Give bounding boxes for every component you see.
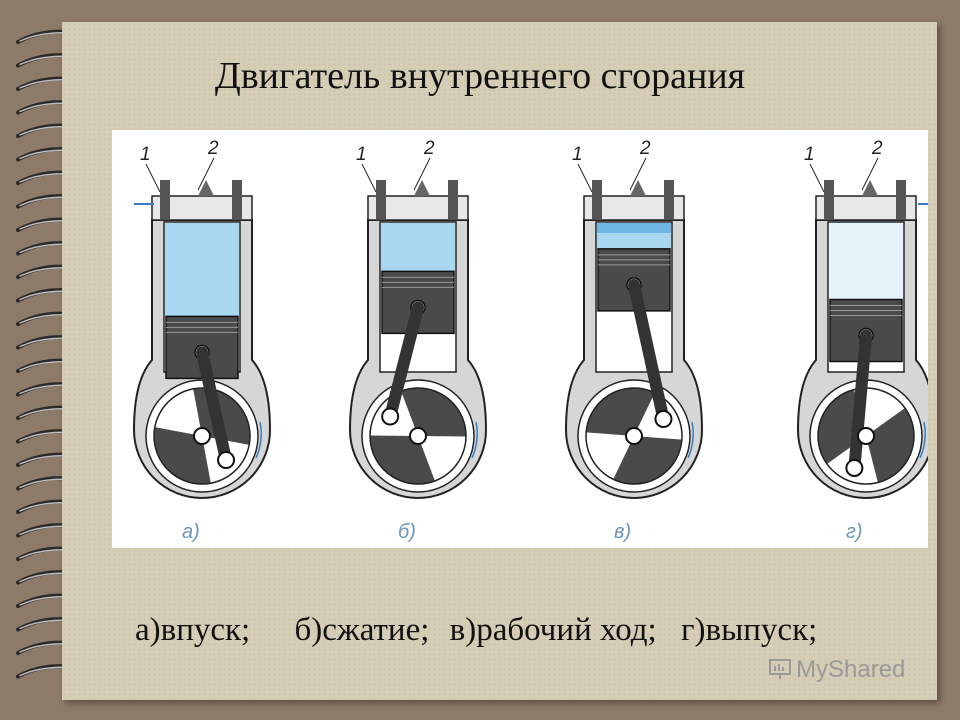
connecting-rod <box>628 278 670 425</box>
crank-pin <box>654 410 673 428</box>
valve-label-1: 1 <box>140 144 151 165</box>
spark-plug <box>862 180 878 196</box>
valve-label-2: 2 <box>423 138 435 159</box>
leader-line-1 <box>809 163 825 193</box>
rotation-arrow <box>919 421 926 459</box>
watermark: MyShared <box>768 656 905 684</box>
engine-intake: 1 2 а) <box>132 138 272 543</box>
valve-label-2: 2 <box>207 138 219 159</box>
engine-power: 1 2 в) <box>564 138 704 543</box>
caption-intake: а)впуск; <box>135 612 251 648</box>
rotation-arrow <box>471 421 478 459</box>
crankshaft <box>193 427 211 445</box>
cylinder-head <box>134 180 253 221</box>
panel-letter: а) <box>182 521 200 543</box>
panel-letter: б) <box>398 521 416 543</box>
intake-valve <box>824 180 834 220</box>
cylinder-head <box>583 180 685 221</box>
rotation-arrow <box>255 421 262 459</box>
caption-compression: б)сжатие; <box>294 612 430 648</box>
engine-compression: 1 2 б) <box>348 138 488 543</box>
engine-diagram: 1 2 а) 1 2 б) 1 2 в) 1 2 г) <box>112 130 936 548</box>
spark-plug <box>630 180 646 196</box>
crank-pin <box>217 451 236 470</box>
crank-disk <box>585 387 683 485</box>
connecting-rod <box>848 329 872 474</box>
crank-pin <box>845 458 864 477</box>
valve-label-1: 1 <box>804 144 815 165</box>
leader-line-2 <box>197 157 215 191</box>
leader-line-2 <box>413 157 431 191</box>
gas-charge <box>381 223 455 272</box>
caption-exhaust: г)выпуск; <box>680 612 818 648</box>
valve-label-1: 1 <box>356 144 367 165</box>
crank-disk <box>369 387 467 485</box>
exhaust-valve <box>664 180 674 220</box>
leader-line-2 <box>629 157 647 191</box>
rotation-arrow <box>687 421 694 459</box>
valve-label-1: 1 <box>572 144 583 165</box>
page-title: Двигатель внутреннего сгорания <box>214 55 746 97</box>
valve-label-2: 2 <box>871 138 883 159</box>
crank-counterweight <box>866 408 914 483</box>
leader-line-1 <box>361 163 377 193</box>
connecting-rod <box>196 346 233 467</box>
engine-strokes-figure: 1 2 а) 1 2 б) 1 2 в) 1 2 г) <box>132 138 936 543</box>
crank-pin <box>381 407 400 426</box>
crankshaft <box>409 427 427 445</box>
gas-charge <box>829 223 903 300</box>
spark-plug <box>198 180 214 196</box>
panel-letter: в) <box>614 521 631 543</box>
panel-letter: г) <box>846 521 863 543</box>
combustion-flash <box>597 223 671 233</box>
watermark-text: MyShared <box>796 656 906 683</box>
stroke-caption: а)впуск; б)сжатие; в)рабочий ход; г)выпу… <box>135 612 817 649</box>
crank-disk <box>153 387 251 485</box>
leader-line-2 <box>861 157 879 191</box>
exhaust-valve <box>448 180 458 220</box>
cylinder-head <box>815 180 936 221</box>
exhaust-valve <box>232 180 242 220</box>
presentation-icon <box>769 659 791 679</box>
engine-exhaust: 1 2 г) <box>796 138 936 543</box>
crankshaft <box>625 427 643 445</box>
cylinder-head <box>367 180 469 221</box>
exhaust-valve <box>896 180 906 220</box>
leader-line-1 <box>145 163 161 193</box>
intake-valve <box>160 180 170 220</box>
spark-plug <box>414 180 430 196</box>
caption-power: в)рабочий ход; <box>449 612 657 648</box>
leader-line-1 <box>577 163 593 193</box>
connecting-rod <box>384 301 424 423</box>
crankshaft <box>857 427 875 445</box>
intake-valve <box>376 180 386 220</box>
intake-valve <box>592 180 602 220</box>
gas-charge <box>165 223 239 317</box>
valve-label-2: 2 <box>639 138 651 159</box>
